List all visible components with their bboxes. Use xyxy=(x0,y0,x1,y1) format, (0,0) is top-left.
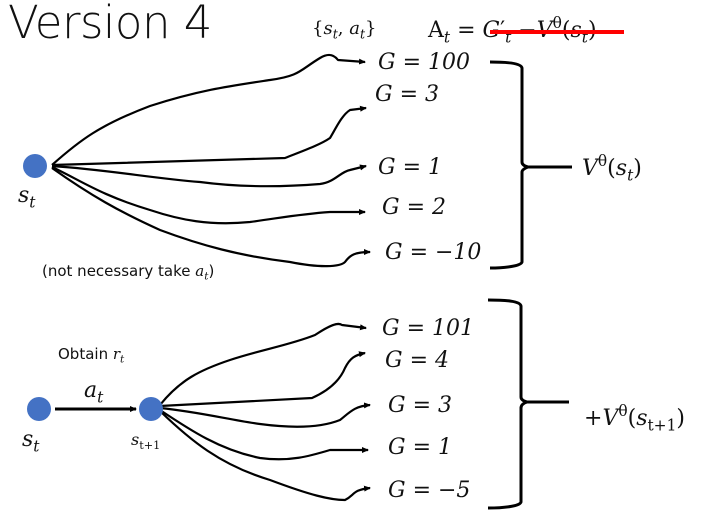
slide-title: Version 4 xyxy=(8,0,212,49)
brace-bottom xyxy=(487,298,569,510)
trajectory-top-4 xyxy=(51,166,366,225)
trajectory-bottom-1 xyxy=(159,322,367,406)
state-action-pair: {st, at} xyxy=(312,18,377,42)
trajectory-bottom-2 xyxy=(159,351,366,408)
return-bottom-2: G = 4 xyxy=(385,348,449,373)
return-top-2: G = 3 xyxy=(375,82,439,107)
trajectory-bottom-5 xyxy=(159,410,371,502)
return-top-4: G = 2 xyxy=(382,195,446,220)
return-top-3: G = 1 xyxy=(378,155,442,180)
brace-top xyxy=(489,60,572,270)
return-bottom-3: G = 3 xyxy=(388,393,452,418)
node-s-t-bottom xyxy=(27,397,51,421)
trajectory-top-5 xyxy=(51,167,371,268)
label-s-t1-bottom: st+1 xyxy=(131,430,161,452)
value-label-bottom: +Vθ(st+1) xyxy=(584,402,685,435)
trajectory-bottom-3 xyxy=(159,402,371,428)
label-s-t-top: st xyxy=(18,183,36,212)
return-top-1: G = 100 xyxy=(378,50,470,75)
trajectory-top-1 xyxy=(51,53,366,166)
action-label: at xyxy=(84,378,104,407)
return-bottom-4: G = 1 xyxy=(388,435,452,460)
trajectory-top-2 xyxy=(51,105,367,167)
return-bottom-1: G = 101 xyxy=(382,316,474,341)
note-not-necessary: (not necessary take at) xyxy=(42,262,215,283)
node-s-t-top xyxy=(23,154,47,178)
return-top-5: G = −10 xyxy=(385,240,482,265)
trajectory-bottom-4 xyxy=(159,409,369,461)
return-bottom-5: G = −5 xyxy=(388,478,471,503)
node-s-t1-bottom xyxy=(139,397,163,421)
reward-label: Obtain rt xyxy=(58,345,125,366)
value-label-top: Vθ(st) xyxy=(582,152,642,185)
trajectory-top-3 xyxy=(51,164,367,188)
label-s-t-bottom: st xyxy=(22,427,40,456)
